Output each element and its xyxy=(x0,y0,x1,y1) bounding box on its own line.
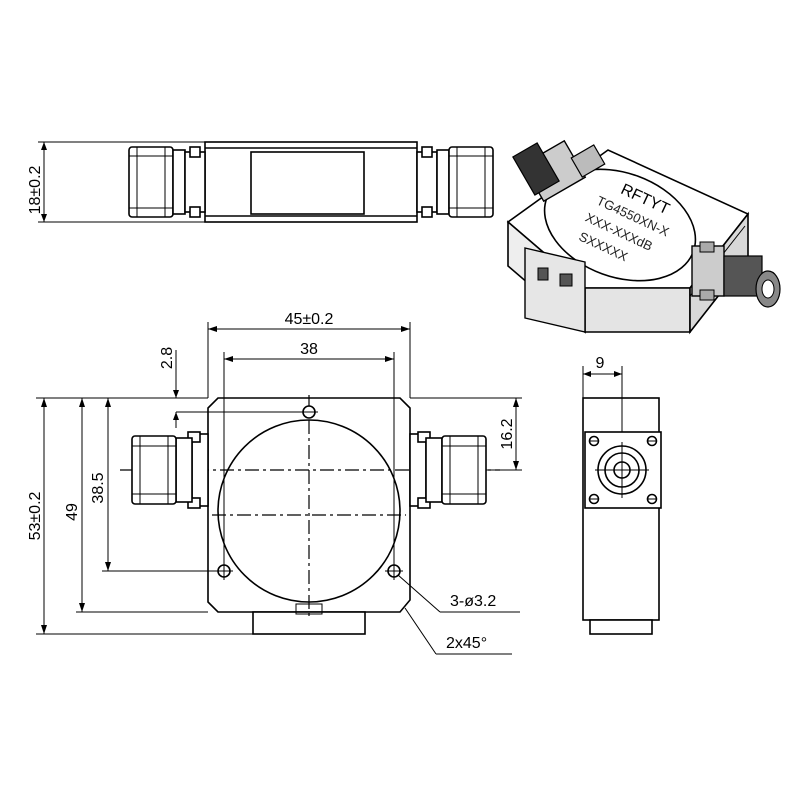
iso-connector-top xyxy=(512,139,606,203)
dim-height-inner: 49 xyxy=(64,503,81,521)
dim-side-height: 18±0.2 xyxy=(27,165,44,214)
isometric-view: RFTYT TG4550XN-X XXX-XXXdB SXXXXX xyxy=(506,139,781,335)
dim-width-holes: 38 xyxy=(300,341,318,358)
dim-width-total: 45±0.2 xyxy=(285,311,334,328)
side-view: 18±0.2 xyxy=(27,141,494,223)
dim-connector-width: 9 xyxy=(596,355,605,372)
dim-port-offset: 16.2 xyxy=(499,418,516,449)
callout-holes: 3-ø3.2 xyxy=(450,593,496,610)
front-view: 45±0.2 38 2.8 53±0.2 49 38.5 xyxy=(27,311,522,655)
callout-chamfer: 2x45° xyxy=(446,635,487,652)
dim-height-total: 53±0.2 xyxy=(27,491,44,540)
dim-offset-small: 2.8 xyxy=(159,347,176,369)
end-view: 9 xyxy=(582,355,662,635)
iso-connector-right xyxy=(691,241,781,308)
dim-hole-spacing-v: 38.5 xyxy=(90,472,107,503)
iso-terminal-block xyxy=(524,247,586,333)
